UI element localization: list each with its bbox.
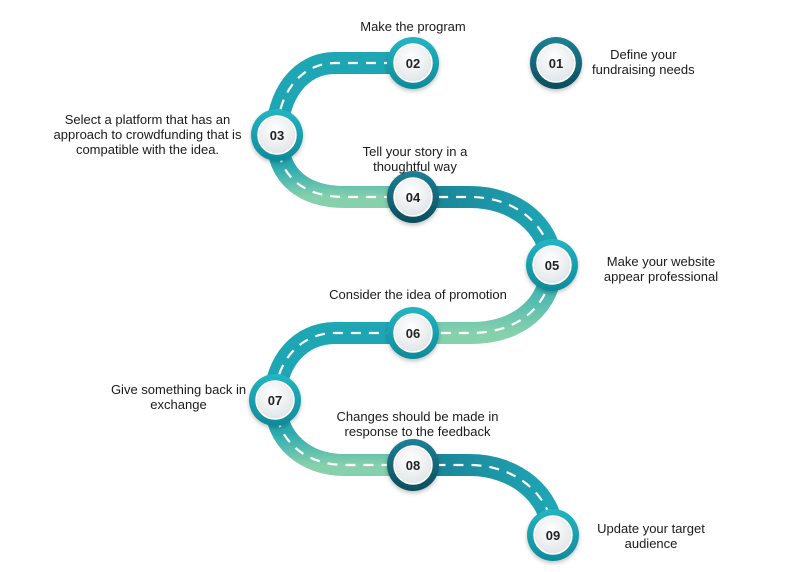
step-disc-09 [533, 515, 573, 555]
step-number-07: 07 [268, 393, 282, 408]
step-09-line-1: Update your target [597, 521, 705, 536]
step-node-01: 01 [530, 37, 582, 89]
step-06-label: Consider the idea of promotion [318, 287, 518, 302]
step-number-01: 01 [549, 56, 563, 71]
step-02-label: Make the program [338, 19, 488, 34]
step-number-05: 05 [545, 258, 559, 273]
step-04-label: Tell your story in a thoughtful way [340, 144, 490, 174]
step-node-08: 08 [387, 439, 439, 491]
step-08-line-1: Changes should be made in [336, 409, 499, 424]
step-disc-03 [257, 115, 297, 155]
step-09-line-2: audience [624, 536, 678, 551]
step-01-label: Define your fundraising needs [592, 47, 695, 77]
step-node-07: 07 [249, 374, 301, 426]
step-03-line-1: Select a platform that has an [64, 112, 231, 127]
step-node-09: 09 [527, 509, 579, 561]
step-number-04: 04 [406, 190, 421, 205]
step-node-05: 05 [526, 239, 578, 291]
step-disc-06 [393, 313, 433, 353]
step-disc-08 [393, 445, 433, 485]
step-number-09: 09 [546, 528, 560, 543]
step-07-line-2: exchange [150, 397, 207, 412]
step-number-03: 03 [270, 128, 284, 143]
step-disc-01 [536, 43, 576, 83]
step-05-line-1: Make your website [606, 254, 716, 269]
step-04-line-1: Tell your story in a [362, 144, 468, 159]
step-node-06: 06 [387, 307, 439, 359]
step-05-label: Make your website appear professional [586, 254, 736, 284]
step-number-06: 06 [406, 326, 420, 341]
step-01-line-2: fundraising needs [592, 62, 695, 77]
step-05-line-2: appear professional [603, 269, 719, 284]
step-disc-07 [255, 380, 295, 420]
step-disc-05 [532, 245, 572, 285]
step-disc-02 [393, 43, 433, 83]
step-04-line-2: thoughtful way [373, 159, 457, 174]
step-number-02: 02 [406, 56, 420, 71]
step-08-label: Changes should be made in response to th… [330, 409, 505, 439]
step-03-line-3: compatible with the idea. [75, 142, 220, 157]
step-09-label: Update your target audience [576, 521, 726, 551]
step-07-label: Give something back in exchange [96, 382, 261, 412]
step-02-line-1: Make the program [360, 19, 466, 34]
step-03-line-2: approach to crowdfunding that is [53, 127, 242, 142]
step-06-line-1: Consider the idea of promotion [329, 287, 507, 302]
step-node-04: 04 [387, 171, 439, 223]
step-08-line-2: response to the feedback [344, 424, 491, 439]
step-node-02: 02 [387, 37, 439, 89]
step-03-label: Select a platform that has an approach t… [40, 112, 255, 157]
step-number-08: 08 [406, 458, 420, 473]
step-node-03: 03 [251, 109, 303, 161]
step-01-line-1: Define your [610, 47, 677, 62]
step-disc-04 [393, 177, 433, 217]
step-07-line-1: Give something back in [110, 382, 247, 397]
